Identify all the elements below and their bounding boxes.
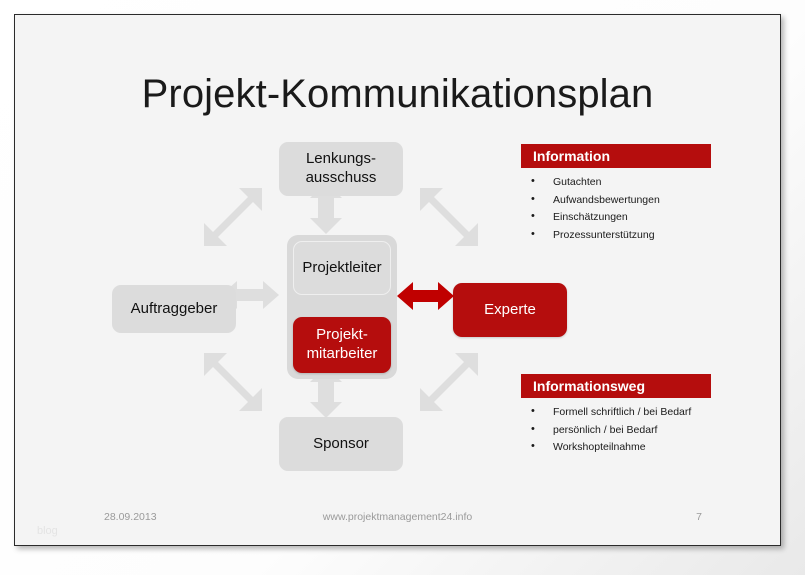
footer-date: 28.09.2013 [104, 511, 157, 523]
slide-frame: Projekt-Kommunikationsplan [14, 14, 781, 546]
panel-information: Information Gutachten Aufwandsbewertunge… [521, 144, 711, 246]
page-title: Projekt-Kommunikationsplan [141, 72, 654, 116]
slide-canvas: Projekt-Kommunikationsplan [15, 15, 780, 545]
diagram-node-projektleiter[interactable]: Projektleiter [293, 241, 391, 295]
node-label: Projektleiter [302, 258, 382, 276]
diagram-node-lenkungsausschuss[interactable]: Lenkungs- ausschuss [279, 142, 403, 196]
node-label-line1: Projekt- [316, 326, 368, 344]
panel-informationsweg-list: Formell schriftlich / bei Bedarf persönl… [521, 398, 711, 458]
footer-page-number: 7 [696, 511, 702, 523]
arrow-diagonal-top-left [204, 188, 262, 246]
footer-watermark: blog [37, 525, 58, 537]
footer-url: www.projektmanagement24.info [322, 511, 473, 523]
node-label: Auftraggeber [130, 299, 218, 317]
diagram-node-auftraggeber[interactable]: Auftraggeber [112, 285, 236, 333]
list-item: Gutachten [521, 174, 711, 193]
list-item: Formell schriftlich / bei Bedarf [521, 404, 711, 423]
panel-informationsweg-heading: Informationsweg [521, 374, 711, 398]
arrow-diagonal-bottom-left [204, 353, 262, 411]
arrow-diagonal-bottom-right [420, 353, 478, 411]
diagram-node-experte[interactable]: Experte [453, 283, 567, 337]
node-label-line2: ausschuss [305, 169, 377, 186]
panel-information-list: Gutachten Aufwandsbewertungen Einschätzu… [521, 168, 711, 246]
node-label: Experte [484, 300, 536, 318]
node-label-line1: Lenkungs- [305, 150, 377, 168]
panel-informationsweg: Informationsweg Formell schriftlich / be… [521, 374, 711, 458]
node-label-line2: mitarbeiter [306, 345, 378, 362]
list-item: Einschätzungen [521, 209, 711, 228]
list-item: Aufwandsbewertungen [521, 192, 711, 211]
list-item: persönlich / bei Bedarf [521, 422, 711, 441]
arrow-diagonal-top-right [420, 188, 478, 246]
arrow-projektteam-experte [397, 282, 454, 310]
list-item: Prozessunterstützung [521, 227, 711, 246]
diagram-node-projektmitarbeiter[interactable]: Projekt- mitarbeiter [293, 317, 391, 373]
diagram-node-sponsor[interactable]: Sponsor [279, 417, 403, 471]
node-label: Sponsor [313, 434, 369, 452]
list-item: Workshopteilnahme [521, 439, 711, 458]
panel-information-heading: Information [521, 144, 711, 168]
